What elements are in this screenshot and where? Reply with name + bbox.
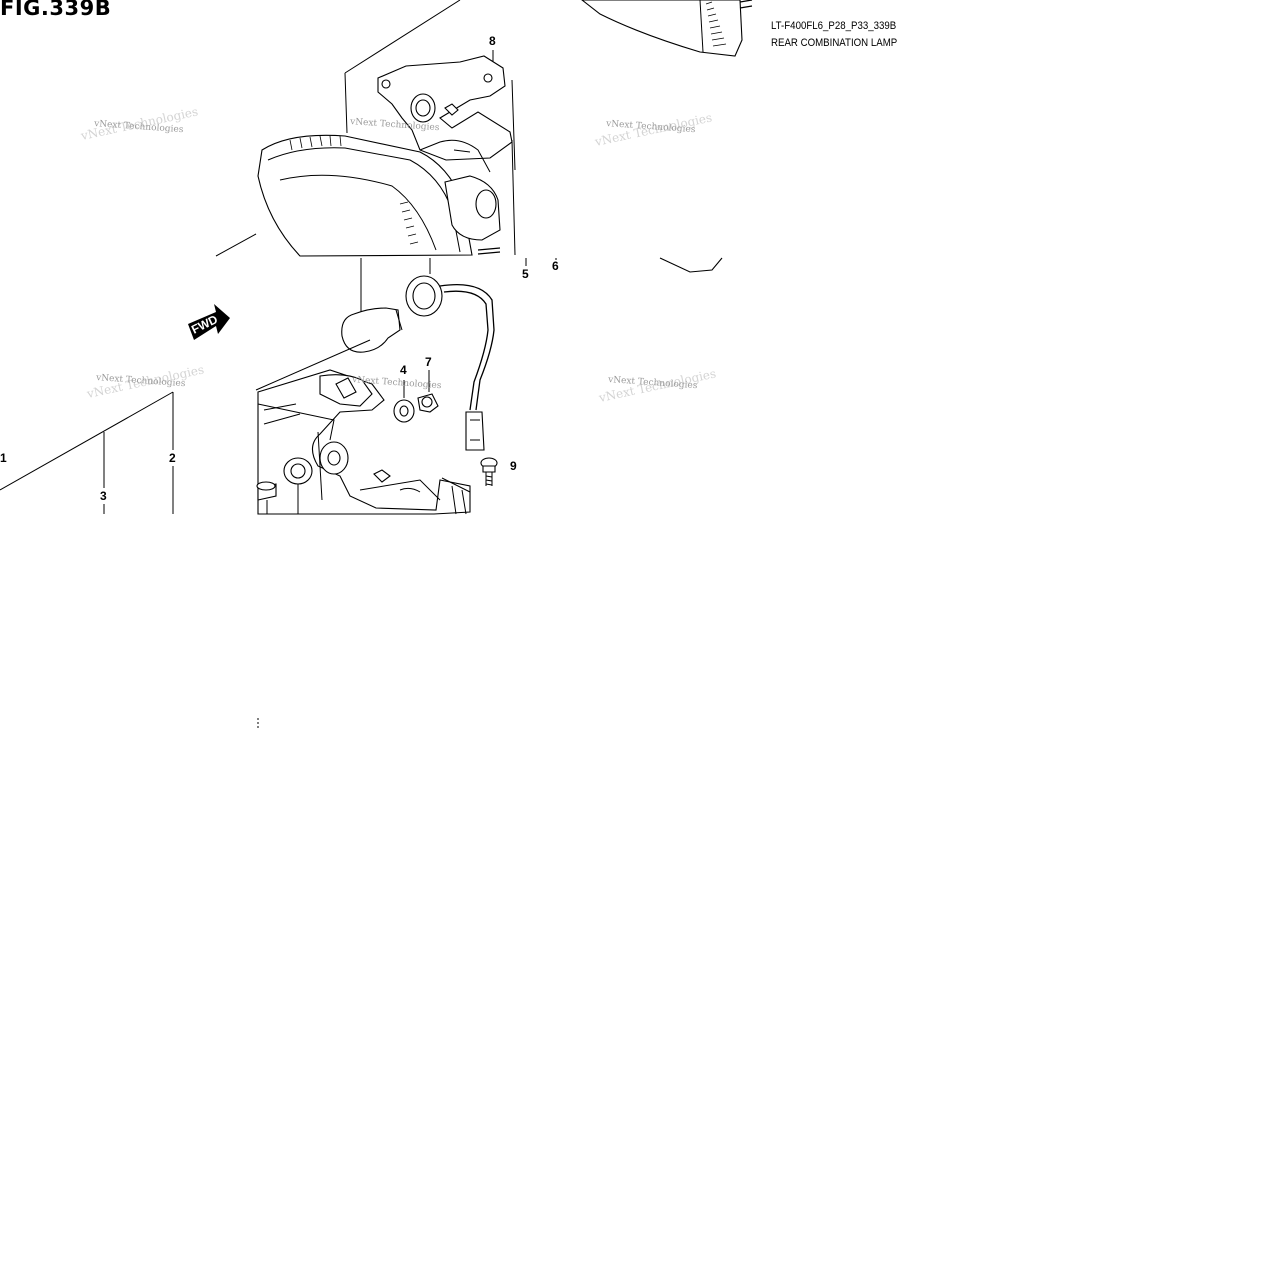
rear-lamp-housing-icon <box>257 134 501 257</box>
figure-name: REAR COMBINATION LAMP <box>771 37 898 49</box>
callout-4: 4 <box>400 363 407 377</box>
leader-lines <box>0 50 557 728</box>
view-outline <box>511 139 516 256</box>
nut-icon <box>417 370 439 413</box>
screw-icon <box>480 457 498 486</box>
lower-bracket-icon <box>255 339 471 515</box>
washer-icon <box>393 380 415 423</box>
figure-title: FIG.339B <box>0 0 112 20</box>
upper-lamp-housing-icon <box>581 0 753 57</box>
grommet-icon <box>283 457 313 514</box>
callout-1: 1 <box>0 451 7 465</box>
callout-7: 7 <box>425 355 432 369</box>
callout-3: 3 <box>100 489 107 503</box>
callout-numbers: 1 2 3 4 5 6 7 8 9 <box>0 34 559 503</box>
fwd-arrow-icon: FWD <box>188 304 230 340</box>
bracket-fragment <box>659 257 723 273</box>
collar-icon <box>256 481 277 514</box>
socket-harness-icon <box>405 258 495 451</box>
callout-6: 6 <box>552 259 559 273</box>
view-outline <box>344 0 516 171</box>
bulb-icon <box>341 258 403 353</box>
callout-8: 8 <box>489 34 496 48</box>
figure-code: LT-F400FL6_P28_P33_339B <box>771 20 897 32</box>
callout-2: 2 <box>169 451 176 465</box>
leader-line <box>215 233 257 257</box>
bracket-icon <box>377 55 513 161</box>
callout-5: 5 <box>522 267 529 281</box>
callout-9: 9 <box>510 459 517 473</box>
